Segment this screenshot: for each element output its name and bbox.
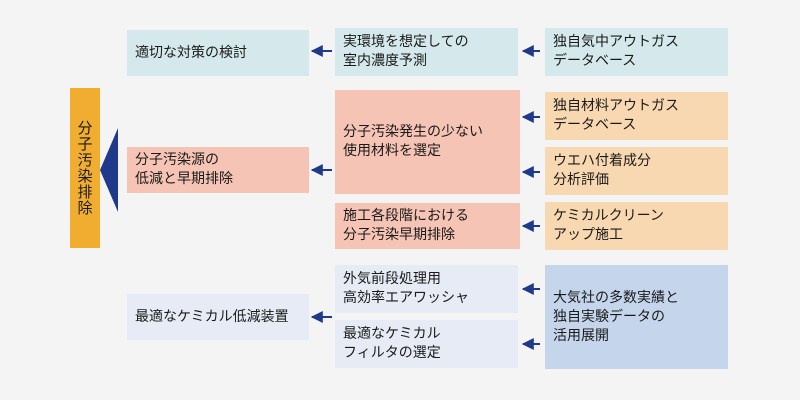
main-arrow-icon xyxy=(100,128,118,212)
source-box-chemical-cleanup: ケミカルクリーン アップ施工 xyxy=(545,202,728,250)
source-box-track-record: 大気社の多数実績と 独自実験データの 活用展開 xyxy=(545,265,728,369)
source-box-material-outgas-database: 独自材料アウトガス データベース xyxy=(545,92,728,140)
main-goal-label: 分子汚染排除 xyxy=(70,88,100,248)
middle-box-material-selection: 分子汚染発生の少ない 使用材料を選定 xyxy=(335,90,520,194)
middle-box-filter-selection: 最適なケミカル フィルタの選定 xyxy=(335,320,518,368)
middle-box-early-elimination: 施工各段階における 分子汚染早期排除 xyxy=(335,203,520,249)
result-box-countermeasure: 適切な対策の検討 xyxy=(127,30,309,76)
source-box-air-outgas-database: 独自気中アウトガス データベース xyxy=(545,28,728,76)
source-box-wafer-analysis: ウエハ付着成分 分析評価 xyxy=(545,147,728,195)
main-goal-text: 分子汚染排除 xyxy=(75,120,94,216)
middle-box-air-washer: 外気前段処理用 高効率エアワッシャ xyxy=(335,265,518,313)
result-box-reduction-equipment: 最適なケミカル低減装置 xyxy=(127,294,309,340)
result-box-source-reduction: 分子汚染源の 低減と早期排除 xyxy=(127,147,309,193)
middle-box-concentration-prediction: 実環境を想定しての 室内濃度予測 xyxy=(335,28,518,76)
